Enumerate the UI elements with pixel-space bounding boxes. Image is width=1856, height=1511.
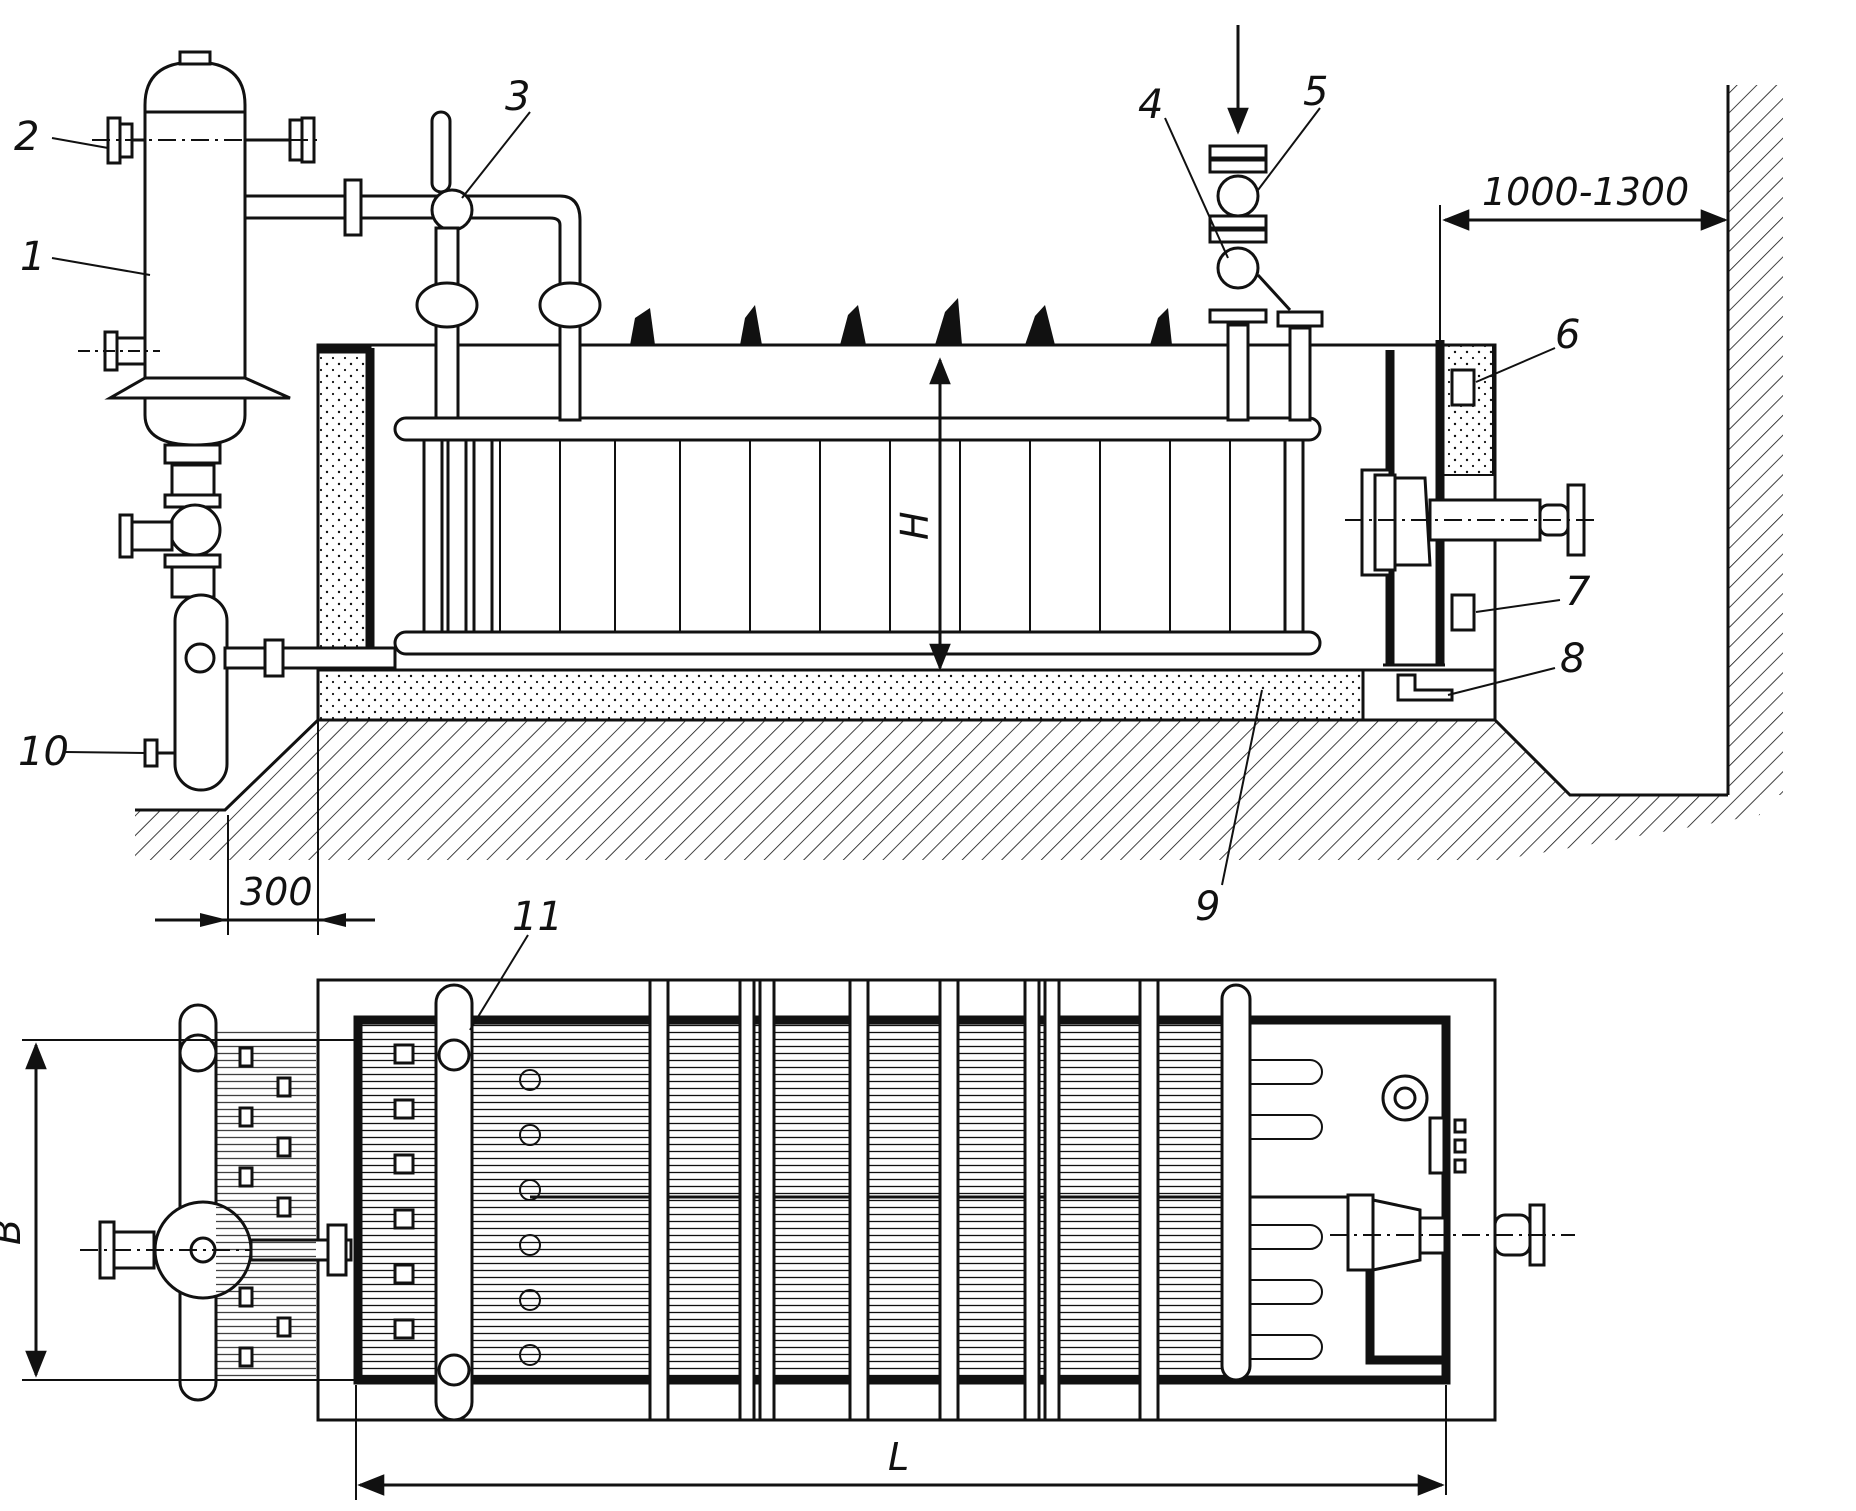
callout-3: 3 [505, 74, 530, 120]
plan-tube-ends [393, 1043, 541, 1366]
elevation-view: H [78, 25, 1783, 935]
callout-2: 2 [14, 114, 39, 160]
callout-7: 7 [1565, 569, 1591, 615]
tank-left-insulation [316, 343, 372, 672]
agitator-drive [1345, 368, 1600, 702]
upper-header [393, 416, 1322, 442]
insulation-base [316, 668, 1365, 722]
callout-5: 5 [1303, 69, 1328, 115]
width-dimension-label: B [0, 1219, 29, 1245]
plan-left-collector [80, 1003, 353, 1402]
cover-brackets [630, 298, 1172, 345]
receiver-vessel [78, 50, 320, 447]
callout-10: 10 [18, 729, 69, 775]
left-risers [422, 438, 1305, 634]
plan-tank-wall [353, 1015, 1451, 1385]
callout-1: 1 [20, 234, 45, 280]
callout-11: 11 [512, 894, 563, 940]
lower-header [393, 630, 1322, 656]
plan-view: B L [0, 978, 1575, 1500]
plan-u-bends [1250, 1059, 1323, 1360]
valve-3 [430, 188, 474, 232]
condenser-tank [316, 343, 1497, 672]
offset-dimension-label: 300 [240, 870, 313, 914]
building-wall-hatch [1728, 85, 1783, 795]
inlet-valves [1208, 25, 1324, 422]
callout-4: 4 [1138, 82, 1163, 128]
length-dimension-label: L [888, 1435, 909, 1479]
tube-panels [499, 440, 1231, 632]
plan-outline [316, 978, 1497, 1422]
callout-9: 9 [1195, 884, 1220, 930]
oil-collector [173, 593, 229, 792]
plan-crossbars [648, 978, 1160, 1422]
wall-gap-dimension-label: 1000-1300 [1482, 170, 1689, 214]
callout-8: 8 [1560, 636, 1585, 682]
height-dimension-label: H [893, 511, 937, 540]
callouts: 2 1 3 4 5 6 7 8 9 10 11 [14, 69, 1591, 1031]
plan-tube-bundle [362, 1024, 1242, 1376]
foundation-hatch [135, 720, 1760, 860]
callout-6: 6 [1555, 312, 1580, 358]
lower-valve-stack [118, 443, 229, 792]
plan-header-11 [434, 983, 474, 1422]
